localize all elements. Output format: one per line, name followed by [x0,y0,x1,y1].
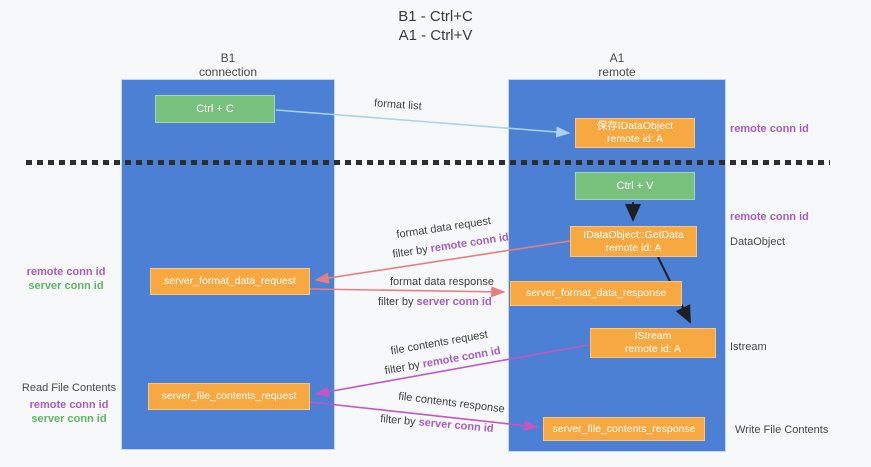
label-istream: Istream [730,341,767,353]
node-file-response-label: server_file_contents_response [552,422,696,435]
node-getdata-line1: IDataObject::GetData [583,228,684,241]
node-server-format-data-response: server_format_data_response [510,281,682,306]
edge-label-format-list: format list [373,97,423,113]
node-ctrl-c-label: Ctrl + C [196,103,234,115]
label-remote-conn-id-top-right: remote conn id [730,123,809,135]
label-write-file-contents: Write File Contents [735,424,829,436]
title-line-2: A1 - Ctrl+V [398,27,473,44]
node-server-file-contents-response: server_file_contents_response [543,417,705,441]
node-save-idataobject: 保存IDataObject remote id: A [575,118,695,148]
label-remote-conn-id-mid-left: remote conn id [26,266,106,278]
lane-a1-title: A1 [609,51,625,65]
label-remote-conn-id-bottom-left: remote conn id [29,399,109,411]
node-istream-line1: IStream [634,330,672,342]
node-ctrl-v: Ctrl + V [575,172,695,200]
label-server-conn-id-bottom-left: server conn id [31,413,107,425]
edge-label-file-contents-response-filter: filter by server conn id [380,413,494,435]
label-remote-conn-id-mid-right: remote conn id [730,211,809,223]
node-save-idataobject-line2: remote id: A [606,133,664,145]
dashed-separator [26,160,830,165]
edge-label-file-contents-response: file contents response [397,390,506,416]
filter-prefix: filter by [379,413,420,429]
node-file-request-label: server_file_contents_request [161,390,297,402]
node-format-response-label: server_format_data_response [525,287,667,299]
filter-server-conn-id: server conn id [416,296,492,308]
arrow-format-data-response [309,286,506,298]
node-format-request-label: server_format_data_request [164,275,296,287]
node-getdata-line2: remote id: A [605,241,662,254]
node-ctrl-c: Ctrl + C [155,95,275,123]
filter-remote-conn-id: remote conn id [429,231,510,255]
title-line-1: B1 - Ctrl+C [398,8,473,25]
node-server-format-data-request: server_format_data_request [150,268,310,295]
lane-header-a1: A1 remote [508,51,726,79]
label-stack-conn-ids-mid-left: remote conn id server conn id [12,265,120,293]
label-server-conn-id-mid-left: server conn id [28,280,104,292]
node-istream-line2: remote id: A [624,343,682,355]
node-idataobject-getdata: IDataObject::GetData remote id: A [570,226,697,257]
node-server-file-contents-request: server_file_contents_request [148,383,310,410]
edge-label-format-data-response: format data response [390,276,494,288]
diagram-title: B1 - Ctrl+C A1 - Ctrl+V [0,7,871,45]
filter-prefix: filter by [383,358,424,378]
lane-b1-title: B1 [220,51,236,65]
label-dataobject: DataObject [730,236,786,248]
lane-b1-subtitle: connection [198,65,258,79]
node-save-idataobject-line1: 保存IDataObject [596,120,674,132]
edge-label-format-data-response-filter: filter by server conn id [378,296,492,308]
node-istream: IStream remote id: A [590,328,716,358]
label-stack-read-file-contents: Read File Contents remote conn id server… [14,381,124,426]
filter-prefix: filter by [378,296,417,308]
lane-a1-subtitle: remote [598,65,636,79]
node-ctrl-v-label: Ctrl + V [616,180,654,192]
filter-server-conn-id: server conn id [418,416,495,435]
label-read-file-contents: Read File Contents [21,382,117,394]
filter-prefix: filter by [391,243,432,261]
lane-header-b1: B1 connection [121,51,335,79]
